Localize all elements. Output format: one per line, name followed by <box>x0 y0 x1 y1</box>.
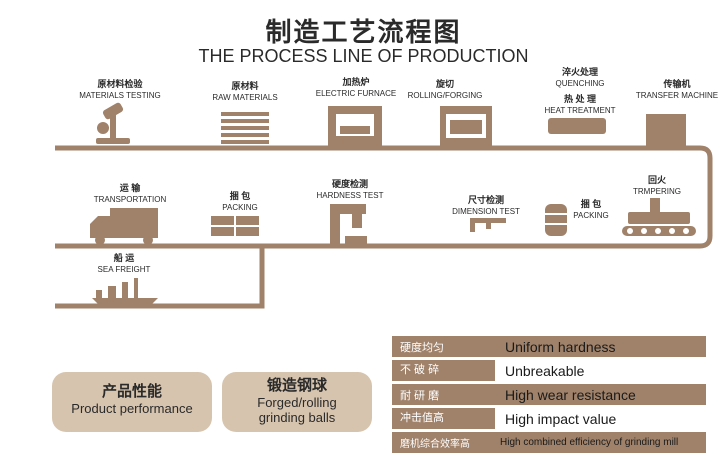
step-label-en: HARDNESS TEST <box>316 191 384 200</box>
step-label-en: HEAT TREATMENT <box>544 106 616 115</box>
forged-balls-en-2: grinding balls <box>258 410 336 425</box>
step-label-cn: 原材料 <box>231 81 259 91</box>
ship-icon <box>92 278 158 306</box>
forged-balls-box: 锻造钢球 Forged/rolling grinding balls <box>222 372 372 432</box>
feature-cn: 不 破 碎 <box>392 360 495 381</box>
feature-cn: 硬度均匀 <box>400 341 444 354</box>
heat-tank-icon <box>548 118 606 134</box>
feature-cn: 磨机综合效率高 <box>400 439 470 450</box>
feature-en: High impact value <box>505 410 617 427</box>
step-label-en: TRMPERING <box>633 187 681 196</box>
forged-balls-cn: 锻造钢球 <box>266 377 327 394</box>
feature-row: 不 破 碎 Unbreakable <box>392 360 706 381</box>
step-packing-crates: 捆 包 PACKING <box>212 190 268 214</box>
step-label-en: TRANSFER MACHINE <box>635 91 719 100</box>
step-label-cn: 传输机 <box>663 79 691 89</box>
step-label-en: PACKING <box>222 203 258 212</box>
feature-en: High combined efficiency of grinding mil… <box>500 437 679 448</box>
page-title-en: THE PROCESS LINE OF PRODUCTION <box>198 46 529 66</box>
step-hardness-test: 硬度检测 HARDNESS TEST <box>312 178 388 202</box>
step-label-cn: 淬火处理 <box>561 67 598 77</box>
product-performance-en: Product performance <box>71 401 193 416</box>
step-label-cn: 运 输 <box>119 183 141 193</box>
feature-en: Unbreakable <box>505 362 585 379</box>
product-performance-cn: 产品性能 <box>101 383 162 400</box>
step-label-cn: 加热炉 <box>342 77 370 87</box>
feature-row: 冲击值高 High impact value <box>392 408 706 429</box>
step-label-en: ROLLING/FORGING <box>407 91 483 100</box>
step-label-en: SEA FREIGHT <box>97 265 151 274</box>
step-label-en: DIMENSION TEST <box>452 207 520 216</box>
step-label-cn: 硬度检测 <box>331 179 368 189</box>
crates-icon <box>211 216 259 236</box>
forged-balls-en-1: Forged/rolling <box>257 395 337 410</box>
feature-row: 硬度均匀 Uniform hardness <box>392 336 706 357</box>
barrels-icon <box>545 204 567 236</box>
conveyor-icon <box>622 198 696 236</box>
step-label-cn: 捆 包 <box>580 199 602 209</box>
feature-en: High wear resistance <box>505 386 636 403</box>
step-label-en: ELECTRIC FURNACE <box>315 89 397 98</box>
step-rolling-forging: 旋切 ROLLING/FORGING <box>402 78 488 102</box>
step-packing-barrels: 捆 包 PACKING <box>568 198 614 222</box>
feature-row: 磨机综合效率高 High combined efficiency of grin… <box>392 432 706 453</box>
step-tempering: 回火 TRMPERING <box>622 174 692 198</box>
step-quenching: 淬火处理 QUENCHING <box>540 66 620 90</box>
transfer-box-icon <box>646 114 686 146</box>
caliper-icon <box>470 218 506 232</box>
step-label-cn: 捆 包 <box>229 191 251 201</box>
step-label-en: RAW MATERIALS <box>212 93 278 102</box>
feature-en: Uniform hardness <box>505 338 616 355</box>
truck-icon <box>90 208 158 245</box>
step-transportation: 运 输 TRANSPORTATION <box>84 182 176 206</box>
step-raw-materials: 原材料 RAW MATERIALS <box>205 80 285 104</box>
product-performance-box: 产品性能 Product performance <box>52 372 212 432</box>
step-label-cn: 原材料检验 <box>97 79 143 89</box>
microscope-icon <box>96 102 130 144</box>
step-label-cn: 热 处 理 <box>563 94 596 104</box>
step-label-en: MATERIALS TESTING <box>79 91 161 100</box>
step-transfer-machine: 传输机 TRANSFER MACHINE <box>632 78 722 102</box>
bars-stack-icon <box>221 112 269 144</box>
feature-row: 耐 研 磨 High wear resistance <box>392 384 706 405</box>
page-title-cn: 制造工艺流程图 <box>265 18 462 48</box>
step-label-en: PACKING <box>573 211 609 220</box>
step-label-cn: 旋切 <box>435 79 454 89</box>
hardness-tester-icon <box>330 204 367 244</box>
step-sea-freight: 船 运 SEA FREIGHT <box>86 252 162 276</box>
step-label-cn: 回火 <box>647 175 666 185</box>
step-label-cn: 船 运 <box>113 253 135 263</box>
step-label-cn: 尺寸检测 <box>467 195 504 205</box>
step-heat-treatment: 热 处 理 HEAT TREATMENT <box>540 93 620 117</box>
step-materials-testing: 原材料检验 MATERIALS TESTING <box>70 78 170 102</box>
flow-line <box>55 145 713 249</box>
step-dimension-test: 尺寸检测 DIMENSION TEST <box>448 194 524 218</box>
feature-cn: 耐 研 磨 <box>400 389 440 402</box>
step-label-en: TRANSPORTATION <box>93 195 167 204</box>
furnace-icon <box>328 106 382 146</box>
rolling-machine-icon <box>440 106 492 146</box>
step-electric-furnace: 加热炉 ELECTRIC FURNACE <box>308 76 404 100</box>
step-label-en: QUENCHING <box>555 79 605 88</box>
feature-cn: 冲击值高 <box>392 408 495 429</box>
